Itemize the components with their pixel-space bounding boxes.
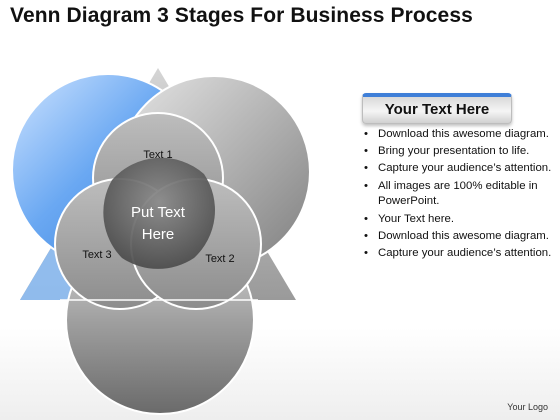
- bullet-dot-icon: •: [364, 128, 368, 140]
- label-text-1: Text 1: [143, 149, 172, 161]
- bullet-text: Your Text here.: [378, 212, 454, 225]
- center-text-line2: Here: [142, 226, 175, 243]
- bullet-item: • All images are 100% editable in PowerPo…: [364, 179, 554, 211]
- label-text-3: Text 3: [82, 249, 111, 261]
- bullet-text: All images are 100% editable in PowerPoi…: [378, 179, 538, 208]
- bullet-item: • Bring your presentation to life.: [364, 144, 554, 160]
- bullet-text: Download this awesome diagram.: [378, 128, 549, 140]
- bullet-text: Download this awesome diagram.: [378, 229, 549, 242]
- slide-title: Venn Diagram 3 Stages For Business Proce…: [10, 4, 473, 27]
- label-text-2: Text 2: [205, 253, 234, 265]
- bullet-dot-icon: •: [364, 145, 368, 158]
- bullet-dot-icon: •: [364, 229, 368, 242]
- bullet-text: Capture your audience’s attention.: [378, 162, 552, 175]
- bullet-item: • Capture your audience’s attention.: [364, 161, 554, 177]
- center-text-line1: Put Text: [131, 204, 186, 221]
- bullet-item: • Capture your audience’s attention.: [364, 246, 554, 262]
- bullet-item: • Download this awesome diagram.: [364, 127, 554, 143]
- bullet-item: • Your Text here.: [364, 212, 554, 228]
- footer-logo-text: Your Logo: [507, 402, 548, 412]
- bullet-dot-icon: •: [364, 179, 368, 192]
- bullet-text: Capture your audience’s attention.: [378, 246, 552, 259]
- bullet-item: • Download this awesome diagram.: [364, 229, 554, 245]
- bullet-dot-icon: •: [364, 212, 368, 225]
- bullet-text: Bring your presentation to life.: [378, 145, 530, 158]
- venn-center-overlap: [103, 157, 215, 269]
- text-panel-header: Your Text Here: [362, 93, 512, 124]
- bullet-dot-icon: •: [364, 162, 368, 175]
- bullet-dot-icon: •: [364, 246, 368, 259]
- bullet-list: • Download this awesome diagram. • Bring y…: [364, 127, 554, 263]
